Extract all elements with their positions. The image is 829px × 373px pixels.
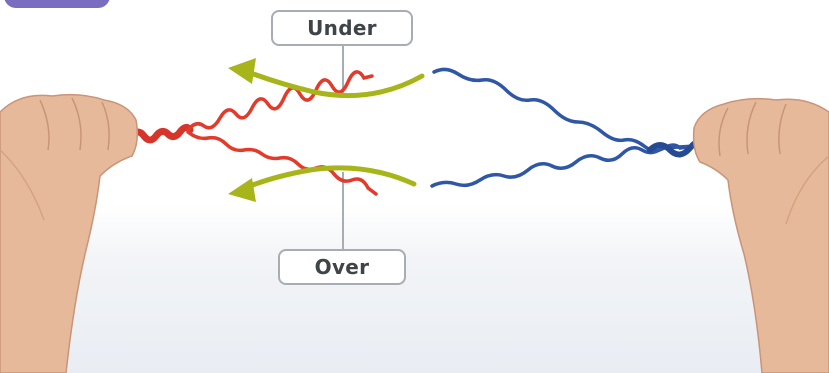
- blue-yarn-lower-strand: [430, 144, 698, 188]
- corner-tab: [4, 0, 110, 8]
- under-label-text: Under: [307, 16, 377, 40]
- right-hand: [692, 97, 829, 373]
- over-label-text: Over: [314, 255, 370, 279]
- red-yarn-lower-strand: [186, 130, 378, 196]
- over-label: Over: [278, 249, 406, 285]
- red-yarn-upper-strand: [186, 70, 374, 132]
- under-arrow-curve: [245, 69, 425, 99]
- red-yarn-twisted-end: [128, 123, 194, 144]
- left-hand: [0, 93, 139, 373]
- under-label: Under: [271, 10, 413, 46]
- over-arrow-curve: [247, 165, 417, 189]
- arrow-left-icon: [228, 178, 256, 202]
- blue-yarn-upper-strand: [432, 67, 698, 153]
- arrow-left-icon: [228, 58, 256, 84]
